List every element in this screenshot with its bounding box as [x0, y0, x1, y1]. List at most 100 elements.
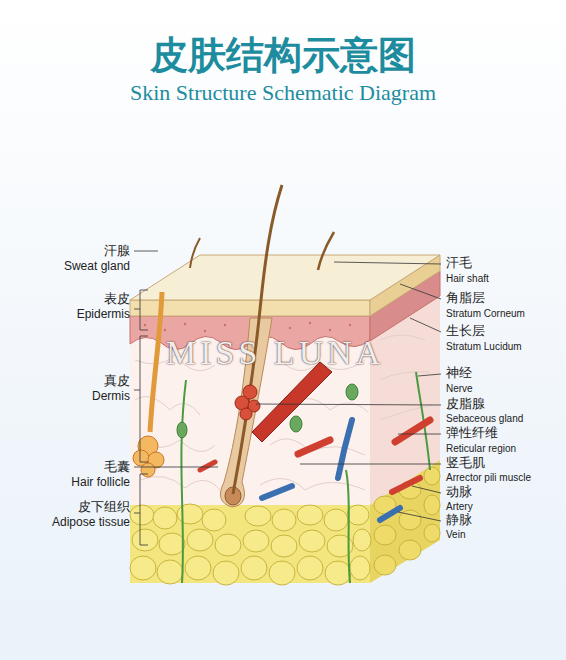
- adipose-layer: [272, 509, 296, 531]
- blood-vessels: [200, 420, 430, 520]
- part-label: Adipose tissue: [52, 516, 130, 530]
- adipose-layer: [370, 460, 440, 583]
- adipose-layer: [130, 505, 154, 525]
- adipose-layer: [177, 504, 203, 524]
- adipose-layer: [153, 507, 177, 529]
- leader-lines: [412, 486, 441, 493]
- part-label: Hair follicle: [71, 476, 130, 490]
- watermark: MISS LUNA: [166, 333, 384, 372]
- arrector-pili-muscle: [252, 362, 332, 442]
- stratum-corneum: [130, 255, 440, 300]
- adipose-layer: [132, 529, 158, 551]
- adipose-layer: [325, 561, 351, 585]
- adipose-layer: [374, 467, 440, 575]
- hair-follicle: [190, 238, 200, 268]
- part-label: 竖毛肌: [446, 456, 485, 471]
- adipose-layer: [130, 556, 156, 580]
- leader-lines: [334, 262, 441, 264]
- sweat-gland: [133, 292, 164, 477]
- part-label: Sebaceous gland: [446, 413, 523, 425]
- part-label: 动脉: [446, 485, 472, 500]
- leader-lines: [398, 434, 441, 435]
- adipose-layer: [269, 561, 295, 585]
- part-label: 生长层: [446, 324, 485, 339]
- sebaceous-gland: [235, 385, 260, 420]
- stratum-corneum: [130, 300, 370, 316]
- part-label: Dermis: [92, 390, 130, 404]
- part-label: 神经: [446, 366, 472, 381]
- part-label: 表皮: [104, 292, 130, 307]
- leader-lines: [134, 251, 441, 545]
- sweat-gland: [141, 463, 155, 477]
- adipose-layer: [350, 556, 370, 580]
- part-label: 汗腺: [104, 244, 130, 259]
- nerve: [346, 384, 358, 400]
- part-label: 毛囊: [104, 460, 130, 475]
- leader-lines: [134, 467, 218, 468]
- epidermis-layer: [144, 324, 146, 326]
- adipose-layer: [130, 460, 440, 585]
- nerve: [177, 372, 430, 583]
- sebaceous-gland: [240, 408, 252, 420]
- adipose-layer: [374, 525, 396, 545]
- adipose-layer: [374, 555, 396, 575]
- epidermis-layer: [289, 327, 291, 329]
- nerve: [290, 416, 302, 432]
- nerve: [346, 470, 350, 583]
- hair-follicle: [318, 232, 334, 270]
- leader-lines: [134, 290, 148, 330]
- adipose-layer: [424, 524, 440, 542]
- adipose-layer: [424, 495, 440, 515]
- adipose-layer: [297, 505, 323, 525]
- adipose-layer: [213, 561, 239, 585]
- part-label: Hair shaft: [446, 273, 489, 285]
- dermis-layer: [140, 439, 365, 455]
- epidermis-layer: [144, 322, 351, 332]
- leader-lines: [256, 404, 441, 405]
- epidermis-layer: [329, 329, 331, 331]
- adipose-layer: [157, 560, 183, 584]
- leader-lines: [400, 284, 441, 299]
- epidermis-layer: [309, 322, 311, 324]
- adipose-layer: [297, 556, 323, 580]
- part-label: Stratum Corneum: [446, 308, 525, 320]
- epidermis-layer: [349, 324, 351, 326]
- adipose-layer: [130, 504, 371, 585]
- adipose-layer: [347, 505, 369, 525]
- leader-lines: [134, 474, 148, 545]
- dermis-layer: [140, 476, 365, 490]
- title: 皮肤结构示意图: [0, 34, 566, 78]
- part-label: Nerve: [446, 383, 473, 395]
- part-label: Arrector pili muscle: [446, 472, 531, 484]
- part-label: 皮下组织: [78, 500, 130, 515]
- subtitle: Skin Structure Schematic Diagram: [0, 80, 566, 105]
- sweat-gland: [150, 292, 162, 432]
- adipose-layer: [271, 535, 297, 557]
- dermis-layer: [380, 335, 432, 420]
- leader-lines: [398, 512, 441, 521]
- adipose-layer: [243, 530, 269, 552]
- adipose-layer: [399, 540, 421, 560]
- part-label: 静脉: [446, 513, 472, 528]
- stratum-corneum: [130, 255, 440, 316]
- blood-vessels: [392, 478, 420, 492]
- epidermis-layer: [184, 323, 186, 325]
- blood-vessels: [200, 462, 215, 470]
- adipose-layer: [424, 467, 440, 485]
- adipose-layer: [215, 534, 241, 556]
- adipose-layer: [185, 556, 211, 580]
- adipose-layer: [241, 556, 267, 580]
- part-label: 皮脂腺: [446, 397, 485, 412]
- part-label: Reticular region: [446, 443, 516, 455]
- epidermis-layer: [224, 324, 226, 326]
- blood-vessels: [298, 440, 330, 454]
- leader-lines: [300, 464, 441, 465]
- part-label: Epidermis: [77, 308, 130, 322]
- nerve: [181, 380, 186, 583]
- part-label: Stratum Lucidum: [446, 341, 522, 353]
- part-label: 角脂层: [446, 291, 485, 306]
- epidermis-layer: [164, 329, 166, 331]
- adipose-layer: [187, 529, 213, 551]
- blood-vessels: [262, 486, 292, 498]
